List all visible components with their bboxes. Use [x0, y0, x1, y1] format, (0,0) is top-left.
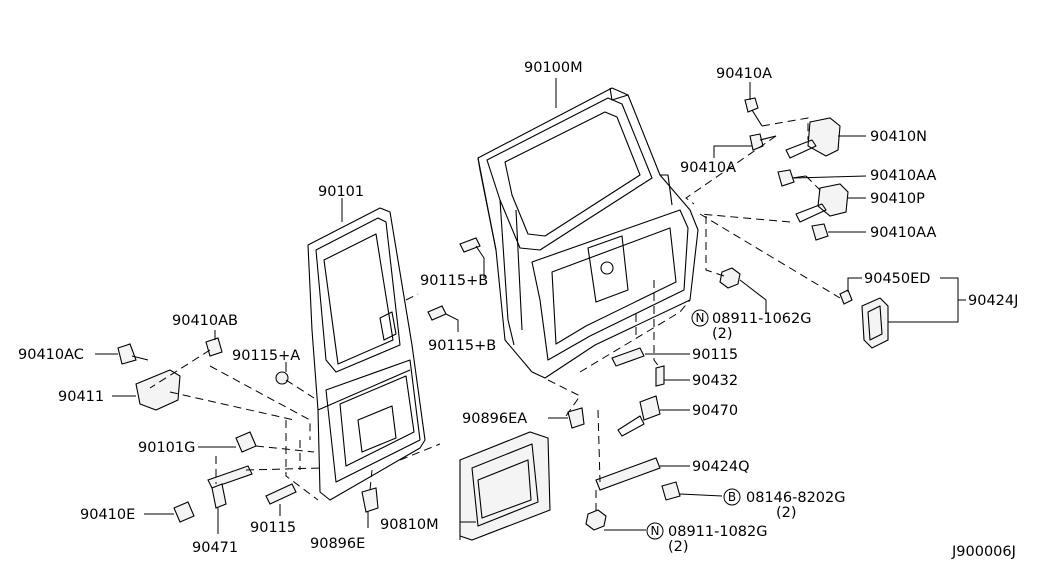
label-90471: 90471 — [192, 540, 238, 556]
label-90115-left: 90115 — [250, 520, 296, 536]
label-08146-8202G-qty: (2) — [776, 505, 797, 521]
label-90115A: 90115+A — [232, 348, 300, 364]
label-08911-1062G-qty: (2) — [712, 326, 733, 342]
prefix-letter: B — [728, 490, 736, 504]
label-90410AB: 90410AB — [172, 313, 238, 329]
circled-prefix-n-lower: N — [646, 522, 664, 540]
label-90410P: 90410P — [870, 191, 925, 207]
leader-lines — [95, 78, 966, 540]
label-90101G: 90101G — [138, 440, 195, 456]
label-90432: 90432 — [692, 373, 738, 389]
label-90470: 90470 — [692, 403, 738, 419]
back-door-left-panel — [307, 207, 426, 501]
label-90410A-top: 90410A — [716, 66, 772, 82]
circled-prefix-b-mid: B — [723, 488, 741, 506]
label-90410N: 90410N — [870, 129, 927, 145]
label-90411: 90411 — [58, 389, 104, 405]
prefix-letter: N — [651, 524, 660, 538]
label-90410AC: 90410AC — [18, 347, 84, 363]
label-08146-8202G: 08146-8202G — [746, 490, 846, 506]
door-trim-panel — [459, 431, 551, 541]
label-90896E: 90896E — [310, 536, 365, 552]
circled-prefix-n-upper: N — [691, 309, 709, 327]
prefix-letter: N — [696, 311, 705, 325]
label-90115B-lower: 90115+B — [428, 338, 496, 354]
diagram-id: J900006J — [951, 544, 1016, 560]
label-90410A-mid: 90410A — [680, 160, 736, 176]
back-door-right-panel — [477, 87, 699, 379]
label-90115-right: 90115 — [692, 347, 738, 363]
assembly-lines — [149, 117, 841, 514]
label-08911-1082G: 08911-1082G — [668, 524, 768, 540]
label-90410AA-top: 90410AA — [870, 168, 936, 184]
label-08911-1082G-qty: (2) — [668, 539, 689, 555]
label-90100M: 90100M — [524, 60, 583, 76]
label-08911-1062G: 08911-1062G — [712, 311, 812, 327]
label-90115B-upper: 90115+B — [420, 273, 488, 289]
label-90450ED: 90450ED — [864, 271, 930, 287]
label-90424J: 90424J — [968, 293, 1018, 309]
label-90424Q: 90424Q — [692, 459, 750, 475]
label-90410E: 90410E — [80, 507, 135, 523]
label-90896EA: 90896EA — [462, 411, 527, 427]
small-parts — [117, 97, 889, 531]
label-90101: 90101 — [318, 184, 364, 200]
label-90810M: 90810M — [380, 517, 439, 533]
callout-labels: 90100M 90101 90410A 90410A 90410N 90410A… — [18, 60, 1018, 560]
label-90410AA-bottom: 90410AA — [870, 225, 936, 241]
